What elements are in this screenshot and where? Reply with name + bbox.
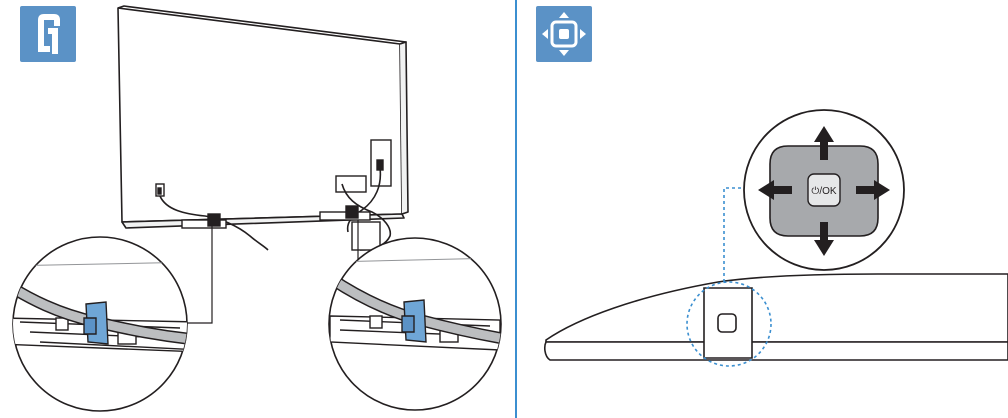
arrow-left (758, 180, 792, 200)
arrow-up (814, 126, 834, 160)
arrow-right (856, 180, 890, 200)
cable-management-drawing (12, 5, 502, 412)
joystick-drawing: ⏻/OK (544, 109, 1008, 367)
tv-back-panel (117, 5, 409, 229)
joystick-control-icon (536, 6, 592, 62)
joystick-control-badge (536, 6, 592, 62)
arrow-down (814, 222, 834, 256)
tv-bottom-edge (544, 273, 1008, 361)
zoom-detail-right (328, 237, 502, 411)
joystick-control-illustration: ⏻/OK (518, 0, 1008, 418)
panel-divider (515, 0, 517, 418)
tv-stand-clips (181, 205, 381, 251)
power-ok-label: ⏻/OK (811, 186, 836, 197)
cable-management-illustration (12, 5, 502, 412)
connector-box (155, 139, 392, 197)
cable-clip-badge (20, 6, 76, 62)
cable-clip-icon (20, 6, 76, 62)
joystick-housing (703, 287, 753, 359)
zoom-detail-left (12, 236, 188, 412)
joystick-magnified: ⏻/OK (743, 109, 905, 271)
joystick-highlight (686, 187, 772, 367)
leader-lines (185, 220, 359, 324)
